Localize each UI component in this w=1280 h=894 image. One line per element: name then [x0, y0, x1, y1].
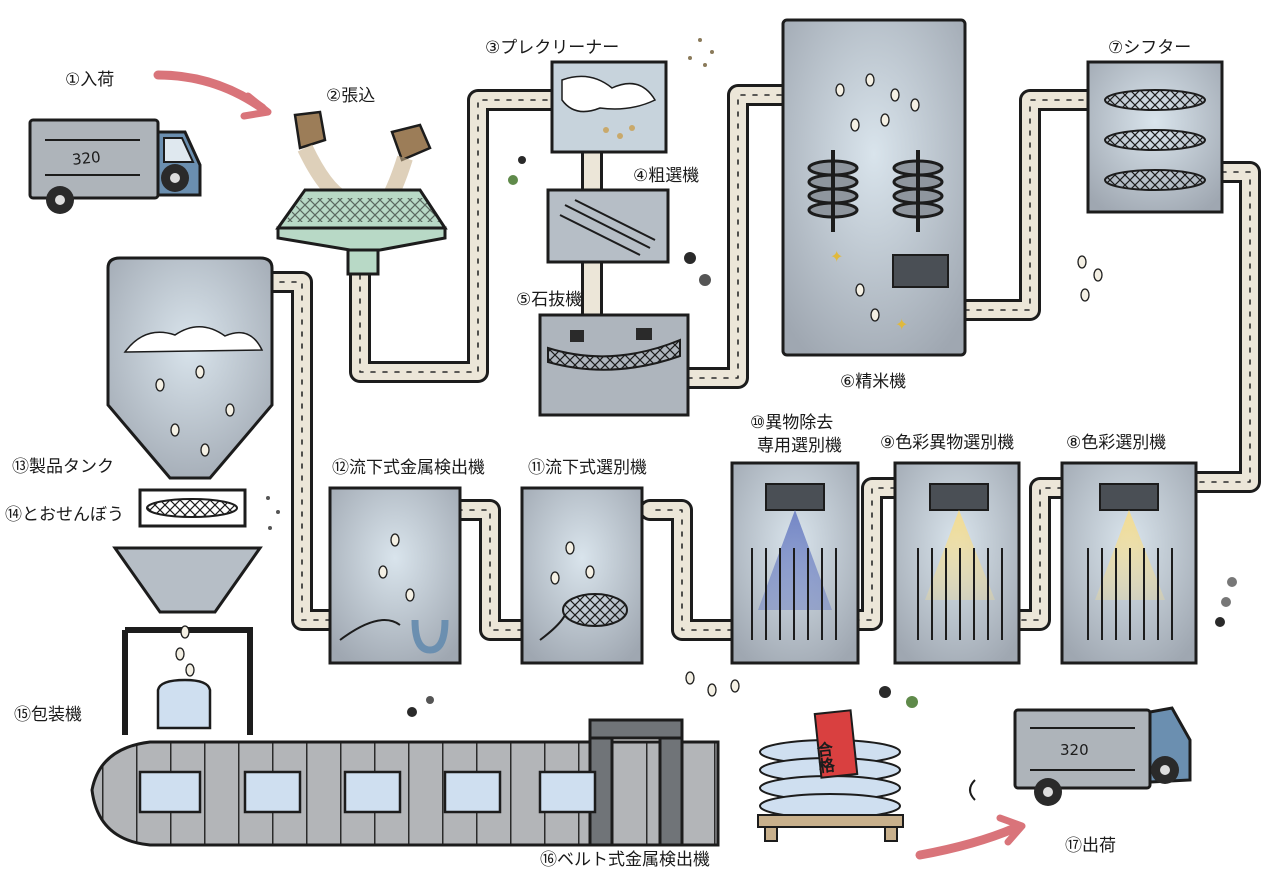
pallet-of-bags: 合格 [757, 709, 904, 842]
color-sorter [1060, 461, 1237, 665]
label-arrival: ①入荷 [65, 70, 115, 90]
arrow-out [915, 823, 1020, 860]
sifter [1077, 60, 1224, 302]
toosenbou [138, 488, 280, 530]
label-rice-mill: ⑥精米機 [840, 372, 907, 392]
label-foreign-matter-sorter-line2: 専用選別機 [757, 436, 842, 456]
svg-text:✦: ✦ [830, 247, 843, 266]
truck-in-number: 320 [71, 148, 101, 169]
label-intake: ②張込 [326, 86, 376, 106]
label-product-tank: ⑬製品タンク [12, 457, 114, 477]
stone-remover [538, 252, 711, 417]
foreign-matter-sorter [685, 461, 860, 697]
label-gravity-metal-detector: ⑫流下式金属検出機 [332, 458, 485, 478]
outgoing-truck: 320 [969, 706, 1192, 806]
pre-cleaner [550, 38, 714, 154]
pass-stamp: 合格 [813, 739, 835, 775]
gravity-metal-detector [328, 486, 462, 717]
arrow-in [153, 70, 267, 113]
label-toosenbou: ⑭とおせんぼう [5, 505, 124, 525]
label-sifter: ⑦シフター [1108, 38, 1192, 58]
label-color-sorter: ⑧色彩選別機 [1066, 433, 1167, 453]
label-foreign-matter-sorter-line1: ⑩異物除去 [750, 413, 834, 433]
product-tank [106, 256, 274, 480]
packaging-machine [112, 546, 263, 735]
rice-mill: ✦ ✦ [781, 18, 967, 357]
label-rough-separator: ④粗選機 [633, 166, 700, 186]
rough-separator [508, 156, 670, 264]
intake-hopper [275, 110, 448, 276]
label-pre-cleaner: ③プレクリーナー [485, 38, 620, 58]
label-color-foreign-sorter: ⑨色彩異物選別機 [880, 433, 1015, 453]
color-foreign-sorter [879, 461, 1021, 708]
label-shipping: ⑰出荷 [1065, 836, 1116, 856]
arrow-out-head [996, 814, 1026, 846]
label-gravity-sorter: ⑪流下式選別機 [528, 458, 647, 478]
label-packaging-machine: ⑮包装機 [14, 705, 82, 725]
label-stone-remover: ⑤石抜機 [516, 290, 583, 310]
arrow-in-head [240, 92, 272, 120]
gravity-sorter [520, 486, 644, 665]
svg-text:✦: ✦ [895, 315, 908, 334]
truck-out-number: 320 [1060, 741, 1089, 759]
label-belt-metal-detector: ⑯ベルト式金属検出機 [540, 850, 710, 870]
incoming-truck: 320 [28, 118, 202, 214]
belt-conveyor [90, 718, 720, 847]
pipes [261, 84, 1261, 641]
